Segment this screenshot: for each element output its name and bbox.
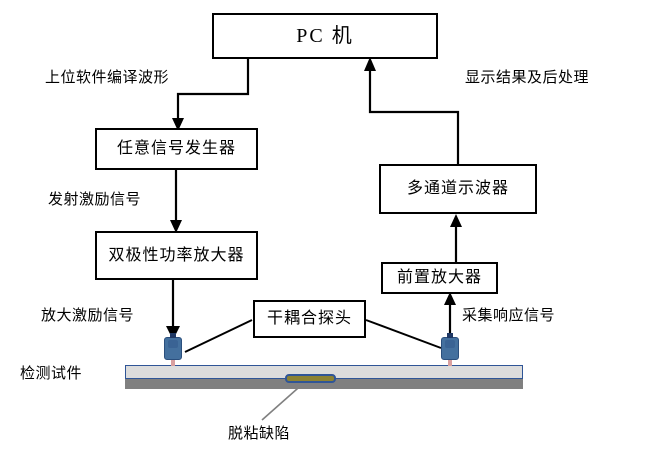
label-amplified-signal: 放大激励信号 [41,308,135,324]
label-compile-waveform: 上位软件编译波形 [45,70,170,86]
box-preamp-label: 前置放大器 [396,269,482,286]
box-power-amp-label: 双极性功率放大器 [108,246,245,264]
box-bipolar-power-amplifier[interactable]: 双极性功率放大器 [95,231,258,280]
label-acquire-response: 采集响应信号 [462,308,556,324]
label-excitation-signal: 发射激励信号 [48,192,142,208]
right-probe-inner [445,340,455,348]
debonding-defect [285,374,336,383]
left-probe-cap [170,333,176,338]
arrowhead-preamp-to-oscilloscope [450,214,462,227]
label-display-postprocess: 显示结果及后处理 [465,70,590,86]
right-probe-cap [447,333,453,338]
left-probe-inner [168,340,178,348]
box-awg-label: 任意信号发生器 [116,140,236,157]
box-probe-callout-label: 干耦合探头 [266,310,352,327]
label-defect: 脱粘缺陷 [228,426,291,442]
specimen-substrate-layer [125,377,523,389]
box-dry-coupled-probe-callout[interactable]: 干耦合探头 [253,300,366,338]
line-oscilloscope-to-pc [368,66,460,164]
box-multichannel-oscilloscope[interactable]: 多通道示波器 [379,164,537,214]
box-pc-label: PC 机 [296,25,354,47]
box-arbitrary-signal-generator[interactable]: 任意信号发生器 [95,128,258,170]
line-pc-to-awg [176,58,250,124]
box-pc[interactable]: PC 机 [212,13,438,59]
leader-left-probe [184,319,253,353]
leader-right-probe [365,319,442,349]
box-preamplifier[interactable]: 前置放大器 [381,262,498,294]
box-oscilloscope-label: 多通道示波器 [406,180,509,197]
label-specimen: 检测试件 [20,366,83,382]
arrowhead-oscilloscope-to-pc [364,57,376,71]
